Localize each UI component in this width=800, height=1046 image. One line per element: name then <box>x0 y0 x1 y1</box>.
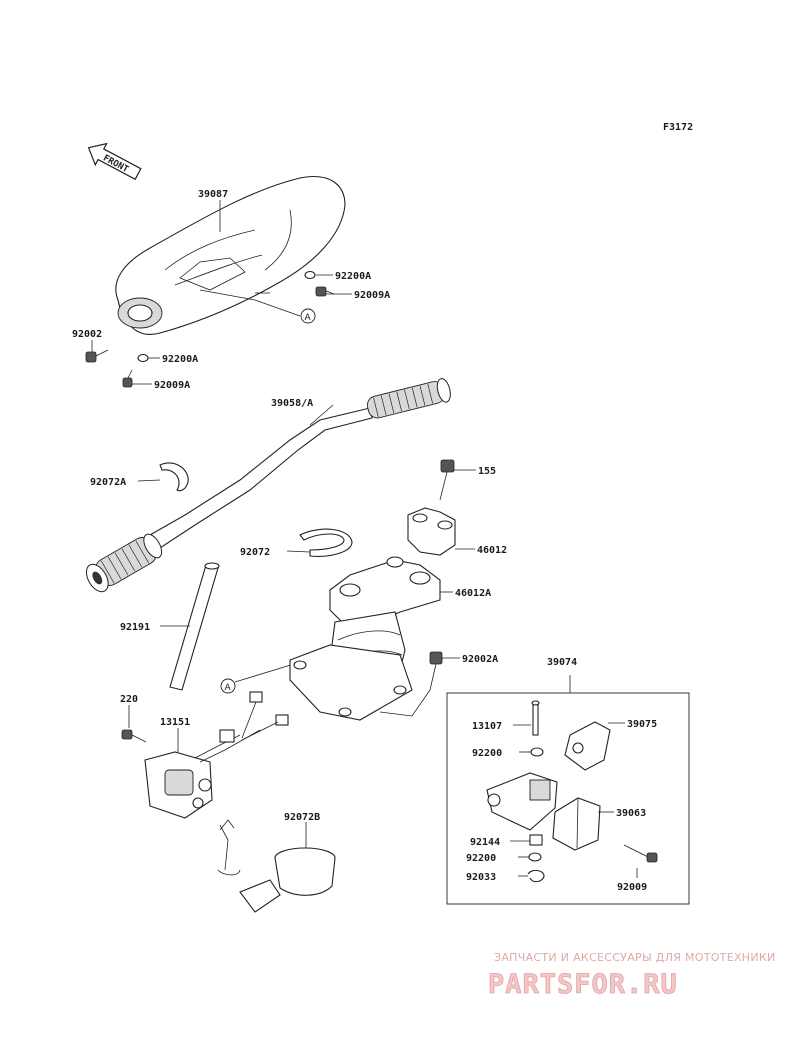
label-92200a-bottom: 92200A <box>162 354 198 365</box>
switch-13151 <box>144 691 289 819</box>
label-92144: 92144 <box>470 837 500 848</box>
label-92200-a: 92200 <box>472 748 502 759</box>
svg-text:A: A <box>225 683 232 693</box>
label-39058a: 39058/A <box>271 398 313 409</box>
clamp-92072b <box>217 819 336 913</box>
label-92033: 92033 <box>466 872 496 883</box>
bolt-92002a <box>429 651 443 691</box>
band-92072a <box>159 462 189 492</box>
label-155: 155 <box>478 466 496 477</box>
assembly-box-39074 <box>446 692 690 905</box>
handlebar-cover-39087 <box>115 176 346 335</box>
label-92200a-top: 92200A <box>335 271 371 282</box>
label-92009a-bottom: 92009A <box>154 380 190 391</box>
label-92200-b: 92200 <box>466 853 496 864</box>
lever-39075 <box>564 721 611 771</box>
pin-13107 <box>531 700 540 736</box>
figure-code: F3172 <box>663 122 693 133</box>
clip-92033 <box>527 869 545 883</box>
holder-46012a <box>289 556 441 721</box>
watermark-tagline: ЗАПЧАСТИ И АКСЕССУАРЫ ДЛЯ МОТОТЕХНИКИ <box>494 951 776 964</box>
label-92002a: 92002A <box>462 654 498 665</box>
tube-92191 <box>169 562 220 691</box>
watermark-brand: PARTSFOR.RU <box>488 969 678 1000</box>
label-92009: 92009 <box>617 882 647 893</box>
holder-cap-46012 <box>407 507 456 556</box>
washer-92200a-bottom <box>137 353 149 363</box>
washer-92200-b <box>528 852 542 862</box>
label-92002: 92002 <box>72 329 102 340</box>
label-39075: 39075 <box>627 719 657 730</box>
handlebar-39058a <box>85 378 451 593</box>
ref-marker-a-top: A <box>300 308 316 324</box>
label-13107: 13107 <box>472 721 502 732</box>
label-13151: 13151 <box>160 717 190 728</box>
bolt-155 <box>439 459 455 501</box>
ref-marker-a-bottom: A <box>220 678 236 694</box>
label-92191: 92191 <box>120 622 150 633</box>
lever-holder <box>486 772 558 831</box>
label-92072b: 92072B <box>284 812 320 823</box>
washer-92200-a <box>530 747 544 757</box>
bolt-92002 <box>85 349 109 363</box>
washer-92200a-top <box>304 270 316 280</box>
label-39063: 39063 <box>616 808 646 819</box>
label-92072a: 92072A <box>90 477 126 488</box>
label-46012a: 46012A <box>455 588 491 599</box>
label-39087: 39087 <box>198 189 228 200</box>
bolt-92009 <box>623 844 658 863</box>
bolt-92009a-top <box>315 286 335 297</box>
label-92009a-top: 92009A <box>354 290 390 301</box>
bolt-220 <box>121 729 147 743</box>
block-39063 <box>552 797 601 851</box>
front-arrow-icon: FRONT <box>87 142 142 181</box>
leader-lines <box>91 200 638 878</box>
label-220: 220 <box>120 694 138 705</box>
collar-92144 <box>529 834 543 846</box>
band-92072 <box>299 528 353 557</box>
bolt-92009a-bottom <box>122 369 133 388</box>
label-92072: 92072 <box>240 547 270 558</box>
label-46012: 46012 <box>477 545 507 556</box>
label-39074: 39074 <box>547 657 577 668</box>
svg-text:A: A <box>305 313 312 323</box>
